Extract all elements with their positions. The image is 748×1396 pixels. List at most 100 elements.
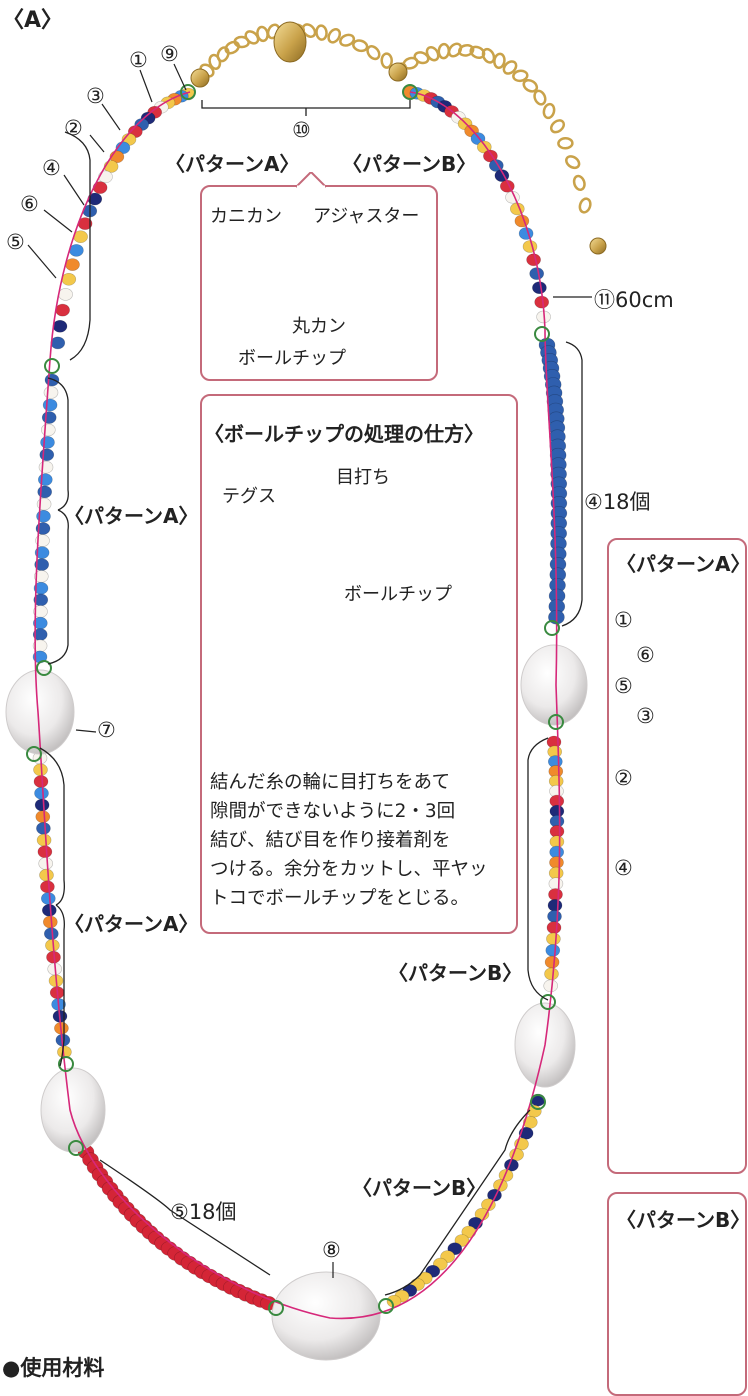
- bead: [42, 915, 58, 929]
- bracket-left-a3b: [55, 904, 65, 1067]
- ball-tip-ring: [26, 746, 42, 762]
- legend-callout-6: ⑥: [636, 643, 655, 667]
- bead: [58, 288, 73, 301]
- bead: [37, 473, 53, 486]
- bracket-left-a1: [64, 131, 91, 361]
- marker-3: ③: [86, 84, 105, 108]
- pattern-a-label-left-2: 〈パターンA〉: [64, 912, 199, 936]
- ball-tip-label: ボールチップ: [238, 348, 346, 369]
- legend-pattern-b-panel: [607, 1192, 747, 1396]
- marker-5: ⑤: [6, 230, 25, 254]
- adjuster-chain: [190, 21, 607, 255]
- pearl-right-upper: [520, 644, 588, 726]
- pattern-b-label-top: 〈パターンB〉: [342, 152, 477, 176]
- legend-pattern-a-panel: [607, 538, 747, 1174]
- bead: [549, 856, 564, 869]
- bead: [36, 833, 52, 847]
- bead: [548, 866, 564, 880]
- bead: [65, 258, 80, 271]
- tegusu-label: テグス: [222, 486, 276, 507]
- ball-tip-ring: [58, 1056, 74, 1072]
- pearls: [5, 644, 588, 1361]
- red-bead-count: ⑤18個: [170, 1200, 237, 1224]
- marker-6: ⑥: [20, 192, 39, 216]
- bead: [40, 892, 56, 905]
- bracket-right-blue: [561, 341, 583, 627]
- bead: [498, 1169, 514, 1182]
- legend-pattern-b-title: 〈パターンB〉: [616, 1208, 748, 1232]
- pattern-b-label-bottom: 〈パターンB〉: [352, 1176, 487, 1200]
- ball-tip-method-panel: [200, 394, 518, 934]
- ball-tip-ring: [68, 1140, 84, 1156]
- bracket-10: [201, 100, 411, 116]
- bead: [526, 253, 541, 267]
- bead: [52, 319, 68, 333]
- bead: [529, 267, 545, 280]
- instruction-line: つける。余分をカットし、平ヤッ: [210, 859, 488, 880]
- instruction-line: トコでボールチップをとじる。: [210, 888, 470, 909]
- ball-tip-ring: [540, 994, 556, 1010]
- figure-label: 〈A〉: [2, 8, 64, 33]
- marker-7: ⑦: [97, 718, 116, 742]
- bead: [40, 423, 56, 437]
- bead: [41, 411, 57, 424]
- ball-tip-ring: [534, 326, 550, 342]
- bead: [37, 845, 53, 859]
- bead: [522, 1116, 538, 1129]
- pattern-a-label-top: 〈パターンA〉: [165, 152, 300, 176]
- marker-9: ⑨: [160, 42, 179, 66]
- meuchi-label: 目打ち: [336, 467, 390, 488]
- bead: [34, 786, 49, 800]
- clasp-panel: [200, 185, 438, 381]
- bead: [522, 240, 538, 253]
- bead: [546, 921, 562, 934]
- marker-10: ⑩: [292, 118, 311, 142]
- bead: [39, 448, 55, 462]
- bead: [544, 967, 559, 981]
- instruction-line: 結び、結び目を作り接着剤を: [210, 830, 451, 851]
- bead: [514, 214, 530, 228]
- instruction-line: 結んだ糸の輪に目打ちをあて: [210, 772, 451, 793]
- bead: [548, 877, 564, 891]
- bead: [43, 386, 59, 399]
- bead: [50, 336, 66, 350]
- pearl-left-lower: [40, 1067, 106, 1153]
- pattern-a-label-left-1: 〈パターンA〉: [64, 504, 199, 528]
- bead: [40, 880, 55, 894]
- pearl-8: [271, 1271, 381, 1361]
- bead: [547, 899, 563, 912]
- bead: [509, 1148, 524, 1161]
- bead: [545, 944, 561, 957]
- clasp-panel-pointer: [296, 172, 326, 188]
- bead: [518, 227, 534, 240]
- materials-heading: ●使用材料: [2, 1356, 105, 1380]
- ball-tip-ring: [402, 84, 418, 100]
- marukan-label: 丸カン: [292, 316, 346, 337]
- length-note: ⑪60cm: [594, 288, 674, 312]
- bead: [36, 822, 51, 835]
- bead: [35, 810, 51, 824]
- bead: [547, 910, 562, 923]
- bead: [546, 932, 561, 946]
- bead-strand: [32, 85, 568, 1311]
- instruction-line: 隙間ができないように2・3回: [210, 801, 456, 822]
- ball-tip-ring: [44, 358, 60, 374]
- bead: [39, 868, 54, 882]
- bead: [40, 436, 55, 449]
- kanikan-label: カニカン: [210, 206, 282, 227]
- bracket-red: [99, 1159, 271, 1276]
- legend-callout-5: ⑤: [614, 674, 633, 698]
- bracket-left-a2: [47, 377, 69, 511]
- bracket-left-a3: [39, 747, 65, 906]
- bead: [544, 955, 560, 969]
- bead: [44, 373, 60, 387]
- ball-tip-ring: [378, 1298, 394, 1314]
- bead: [34, 798, 50, 812]
- bead: [35, 534, 50, 547]
- ball-tip-ring: [548, 714, 564, 730]
- blue-bead-count: ④18個: [584, 490, 651, 514]
- brackets: [39, 100, 583, 1296]
- bead: [548, 888, 563, 901]
- ball-tip-ring: [36, 660, 52, 676]
- ball-tip-ring: [530, 1094, 546, 1110]
